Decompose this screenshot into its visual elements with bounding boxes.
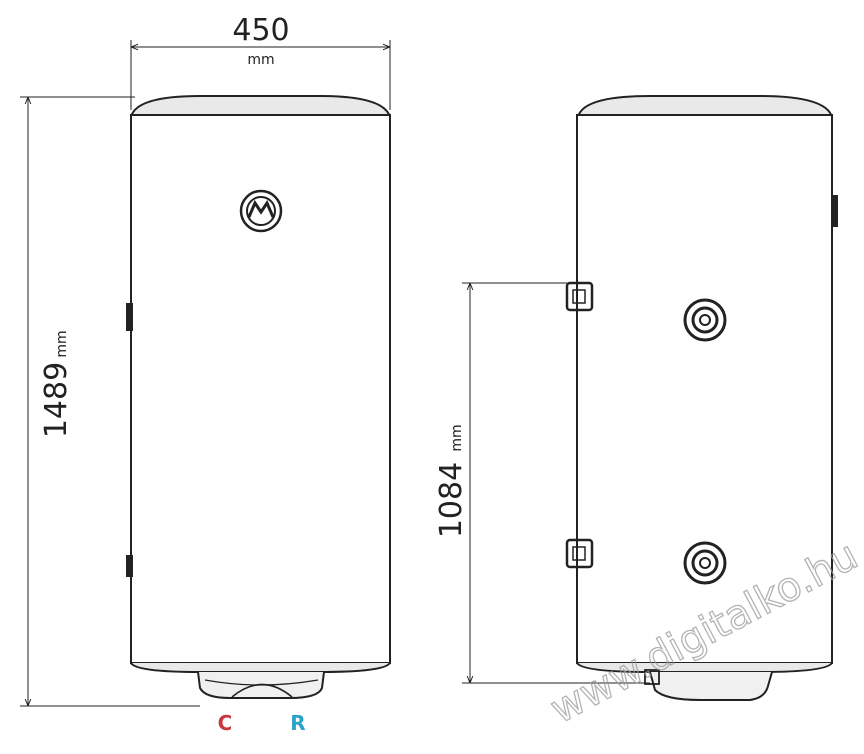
front-top-cap <box>130 95 391 118</box>
front-side-clip-bottom <box>126 555 133 577</box>
bracket-spacing-value: 1084 <box>434 462 469 538</box>
thermometer-icon <box>239 189 283 233</box>
bracket-spacing-unit: mm <box>449 424 465 451</box>
front-side-clip-top <box>126 303 133 331</box>
height-dimension <box>20 96 200 707</box>
side-top-cap <box>577 95 833 118</box>
bracket-spacing-dimension <box>462 282 650 684</box>
side-view <box>565 95 838 701</box>
top-wall-bracket <box>565 281 594 312</box>
width-value: 450 <box>232 13 289 48</box>
front-bottom-rim <box>130 662 391 673</box>
height-unit: mm <box>54 330 70 357</box>
height-value: 1489 <box>39 362 74 438</box>
cold-connection-label: C <box>218 711 233 735</box>
side-right-clip <box>831 195 838 227</box>
bottom-wall-bracket <box>565 538 594 569</box>
upper-port-icon <box>683 298 727 342</box>
width-dimension <box>130 40 391 110</box>
side-bottom-cover <box>649 671 773 701</box>
lower-port-icon <box>683 541 727 585</box>
front-tank-body <box>130 114 391 664</box>
return-connection-label: R <box>290 711 305 735</box>
width-unit: mm <box>247 52 274 68</box>
side-tank-body <box>576 114 833 664</box>
front-view <box>126 95 391 699</box>
